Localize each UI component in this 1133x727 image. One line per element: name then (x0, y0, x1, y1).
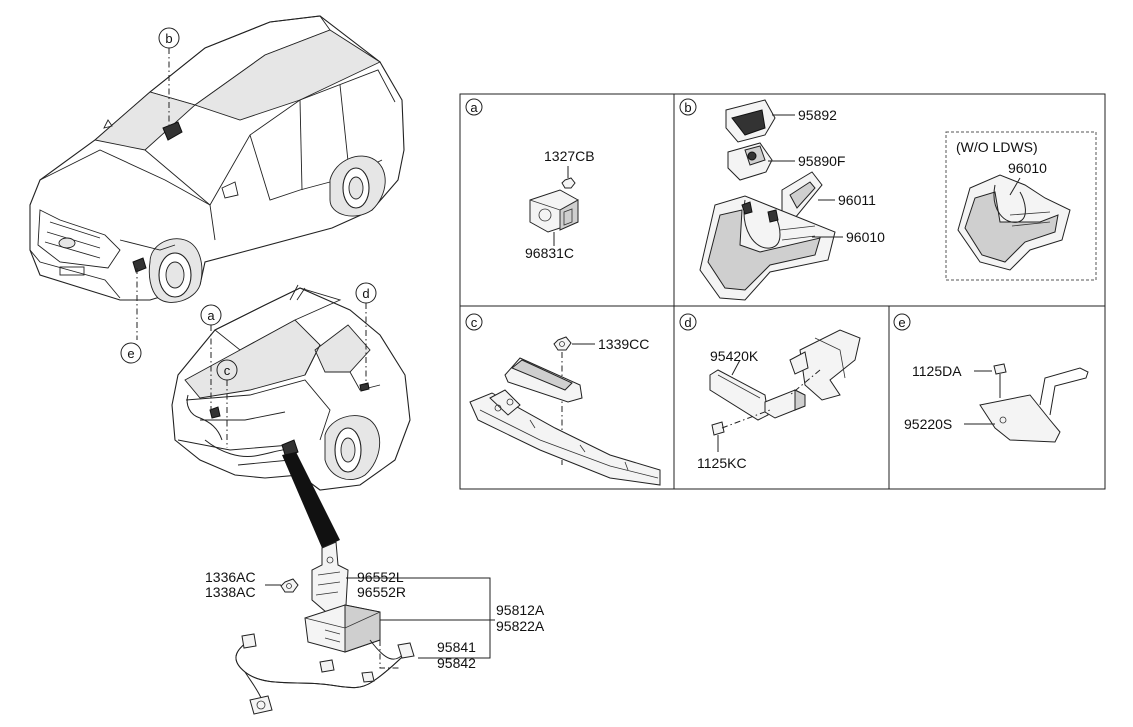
label-95822a: 95822A (496, 618, 545, 634)
label-95892: 95892 (798, 107, 837, 123)
zoom-arrow-shape (282, 452, 340, 548)
label-96831c: 96831C (525, 245, 574, 261)
panel-b-letter: b (684, 100, 691, 115)
panel-e-letter: e (898, 315, 905, 330)
front-vehicle-illustration (29, 15, 405, 303)
callout-a: a (200, 304, 222, 410)
rear-vehicle-illustration (171, 284, 411, 491)
label-wo-ldws: (W/O LDWS) (956, 139, 1038, 155)
label-96010: 96010 (846, 229, 885, 245)
label-95220s: 95220S (904, 416, 952, 432)
callout-c: c (216, 359, 238, 448)
panel-c: c (465, 313, 661, 486)
callout-e: e (120, 268, 142, 364)
label-95812a: 95812A (496, 602, 545, 618)
label-96552r: 96552R (357, 584, 406, 600)
panel-b: b (679, 98, 1097, 301)
panel-c-letter: c (471, 315, 478, 330)
label-95890f: 95890F (798, 153, 845, 169)
callout-e-label: e (127, 346, 134, 361)
label-1338ac: 1338AC (205, 584, 256, 600)
panel-d: d (679, 313, 861, 452)
detail-grid (459, 93, 1106, 490)
label-95841: 95841 (437, 639, 476, 655)
label-1125kc: 1125KC (697, 455, 747, 471)
radar-assembly-illustration (235, 541, 495, 715)
label-1339cc: 1339CC (598, 336, 649, 352)
label-1336ac: 1336AC (205, 569, 256, 585)
callout-b-label: b (165, 31, 172, 46)
label-1327cb: 1327CB (544, 148, 595, 164)
callout-b: b (158, 27, 180, 128)
panel-a-letter: a (470, 100, 478, 115)
callout-d-label: d (362, 286, 369, 301)
callout-c-label: c (224, 363, 231, 378)
label-1125da: 1125DA (912, 363, 962, 379)
panel-d-letter: d (684, 315, 691, 330)
callout-d: d (355, 282, 377, 385)
label-96552l: 96552L (357, 569, 404, 585)
callout-a-label: a (207, 308, 215, 323)
panel-a: a (465, 98, 579, 246)
label-95420k: 95420K (710, 348, 759, 364)
panel-e: e (893, 313, 1089, 443)
label-95842: 95842 (437, 655, 476, 671)
label-96011: 96011 (838, 192, 876, 208)
label-96010-variant: 96010 (1008, 160, 1047, 176)
